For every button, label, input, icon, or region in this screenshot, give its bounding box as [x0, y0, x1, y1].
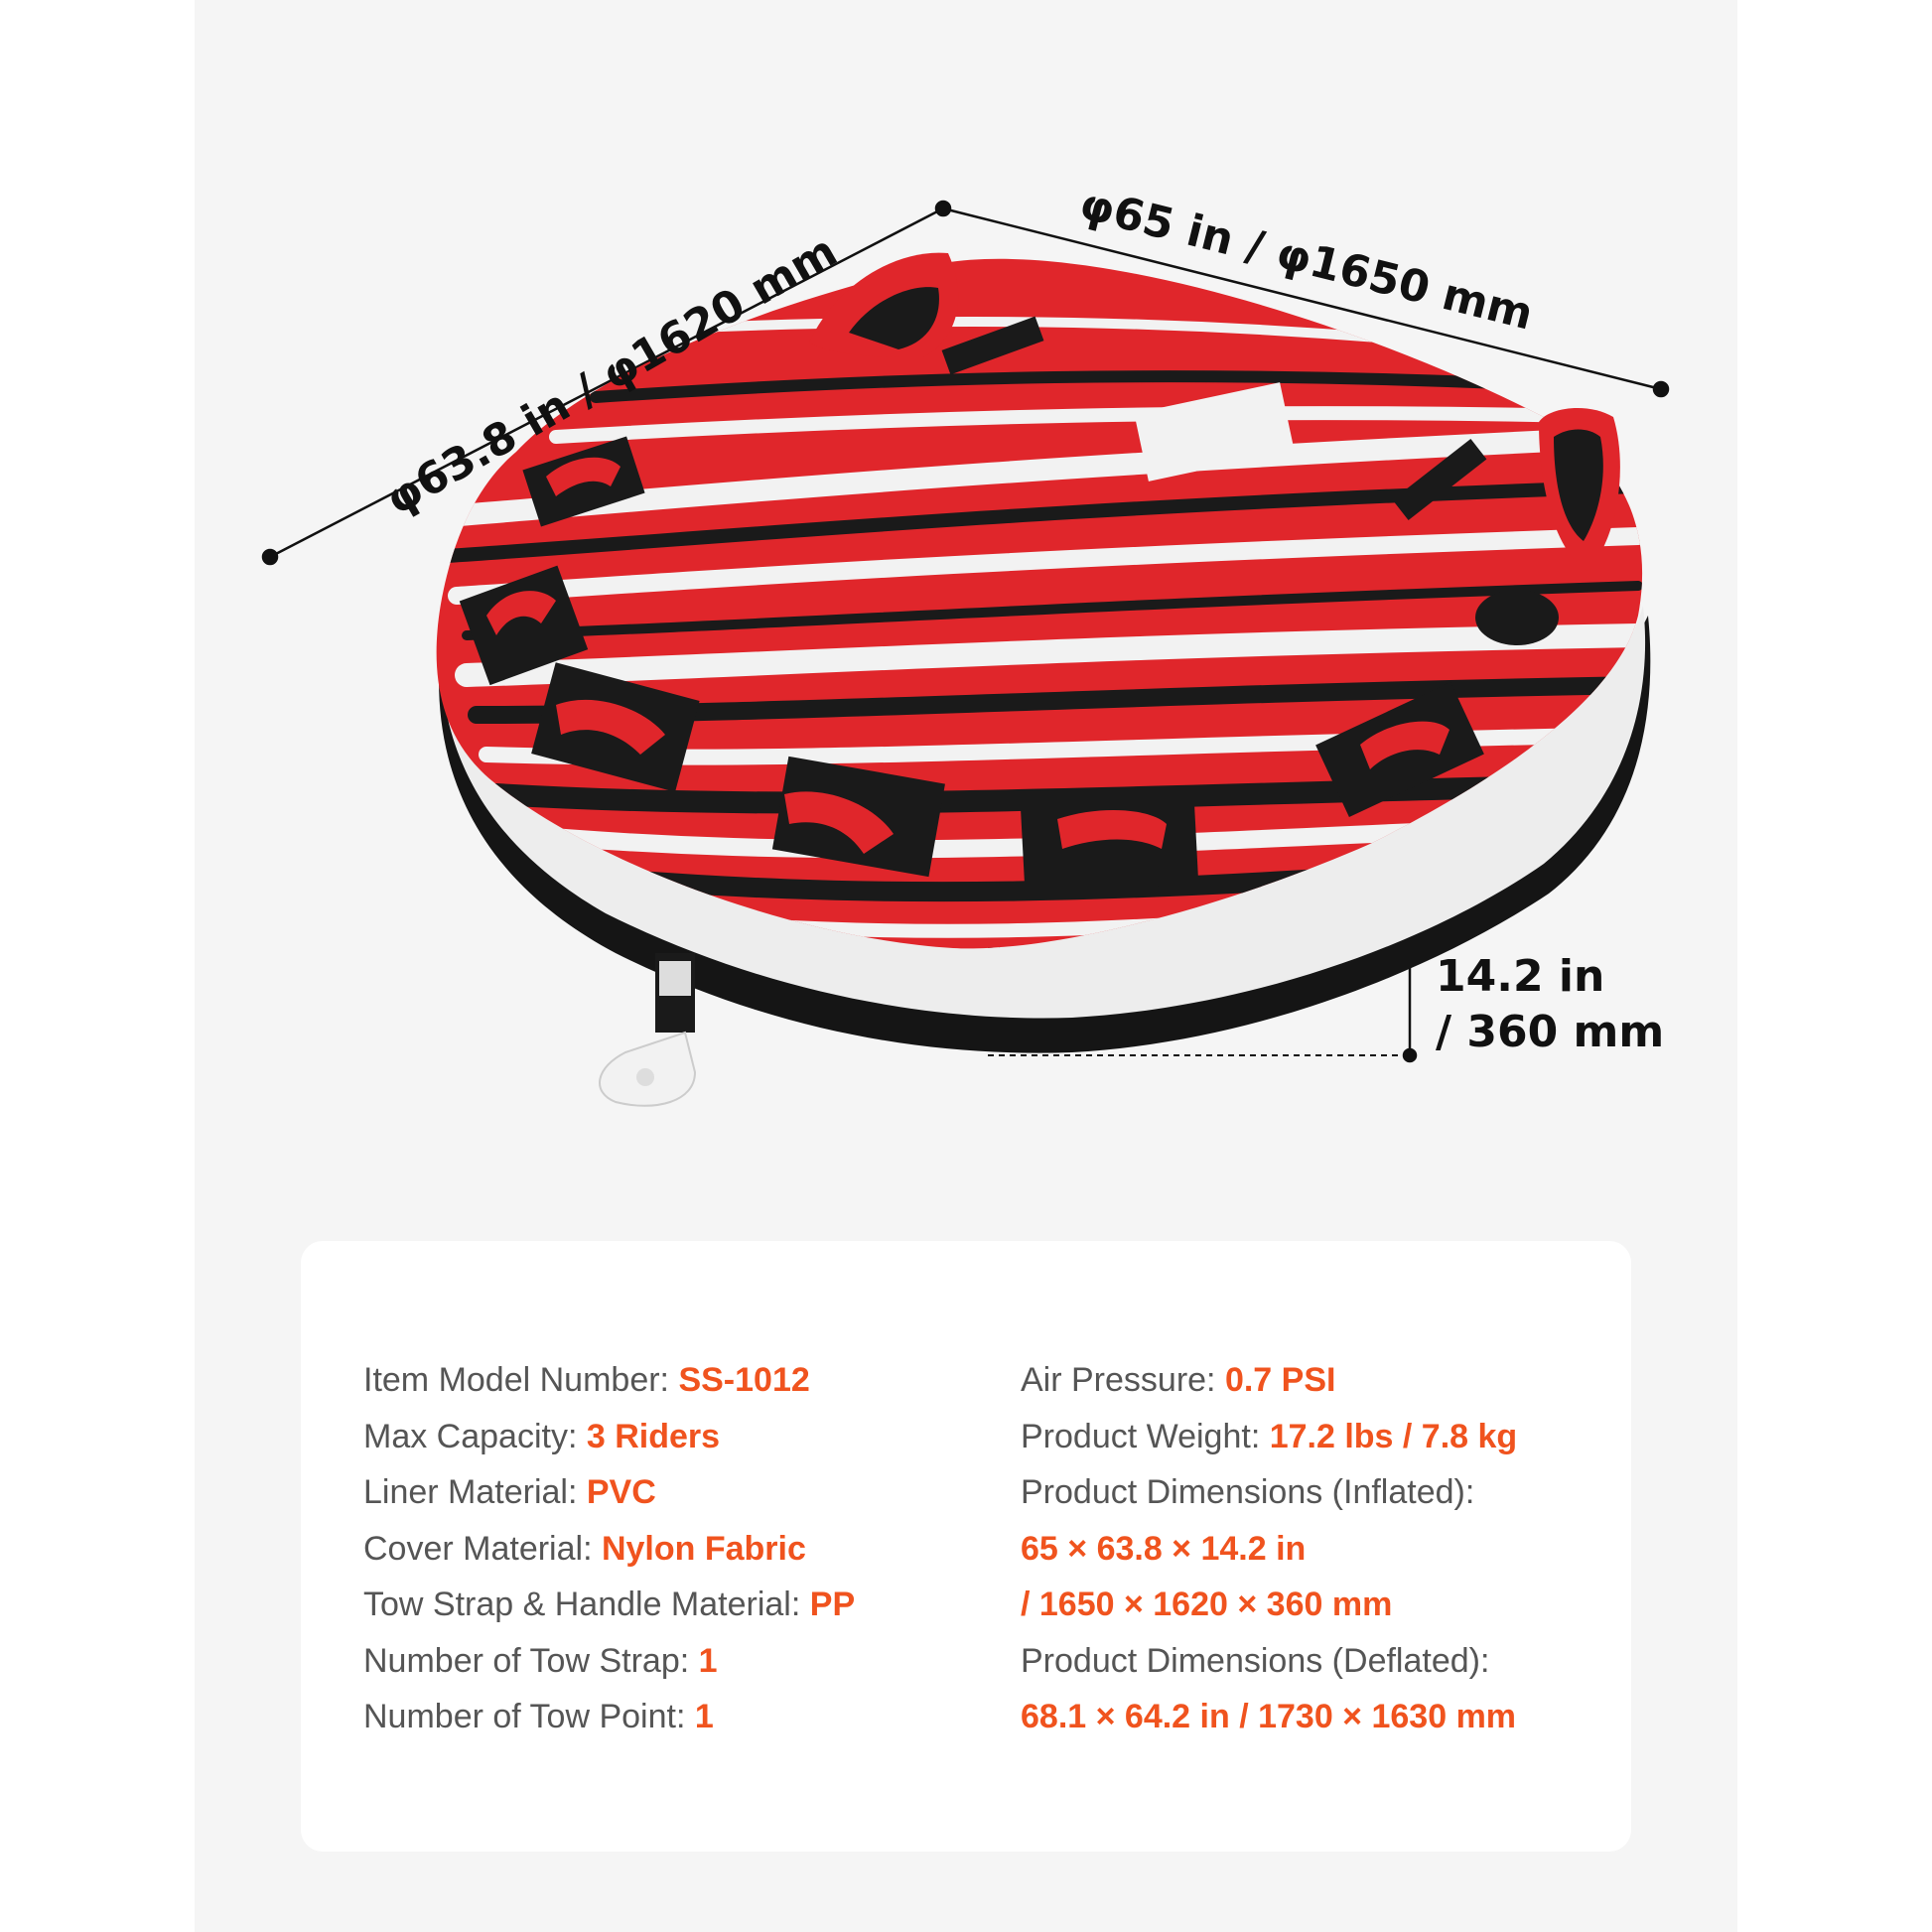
spec-row-deflated-value: 68.1 × 64.2 in / 1730 × 1630 mm	[1021, 1698, 1517, 1735]
rear-cushions	[809, 252, 1620, 645]
specifications-card: Item Model Number: SS-1012 Max Capacity:…	[301, 1241, 1631, 1852]
handles	[459, 316, 1487, 894]
spec-row-capacity: Max Capacity: 3 Riders	[363, 1417, 721, 1455]
spec-row-inflated-in: 65 × 63.8 × 14.2 in	[1021, 1529, 1307, 1568]
spec-row-weight: Product Weight: 17.2 lbs / 7.8 kg	[1021, 1417, 1518, 1455]
spec-row-tow-strap-count: Number of Tow Strap: 1	[363, 1641, 718, 1680]
height-label-line-2: / 360 mm	[1436, 1007, 1665, 1057]
spec-row-tow-point-count: Number of Tow Point: 1	[363, 1698, 714, 1735]
spec-row-inflated-heading: Product Dimensions (Inflated):	[1021, 1473, 1475, 1511]
height-dimension-label: 14.2 in / 360 mm	[1436, 949, 1664, 1060]
spec-row-inflated-mm: / 1650 × 1620 × 360 mm	[1021, 1586, 1393, 1623]
spec-row-deflated-heading: Product Dimensions (Deflated):	[1021, 1641, 1490, 1680]
spec-row-model: Item Model Number: SS-1012	[363, 1361, 810, 1399]
spec-row-cover: Cover Material: Nylon Fabric	[363, 1529, 806, 1568]
specs-left-column: Item Model Number: SS-1012 Max Capacity:…	[363, 1352, 855, 1745]
height-label-line-1: 14.2 in	[1436, 951, 1605, 1002]
spec-row-strap-material: Tow Strap & Handle Material: PP	[363, 1586, 856, 1623]
specs-right-column: Air Pressure: 0.7 PSI Product Weight: 17…	[1021, 1352, 1517, 1745]
tube-body	[439, 606, 1651, 1053]
spec-row-liner: Liner Material: PVC	[363, 1473, 656, 1511]
tow-strap	[599, 953, 697, 1107]
spec-row-air-pressure: Air Pressure: 0.7 PSI	[1021, 1361, 1336, 1399]
